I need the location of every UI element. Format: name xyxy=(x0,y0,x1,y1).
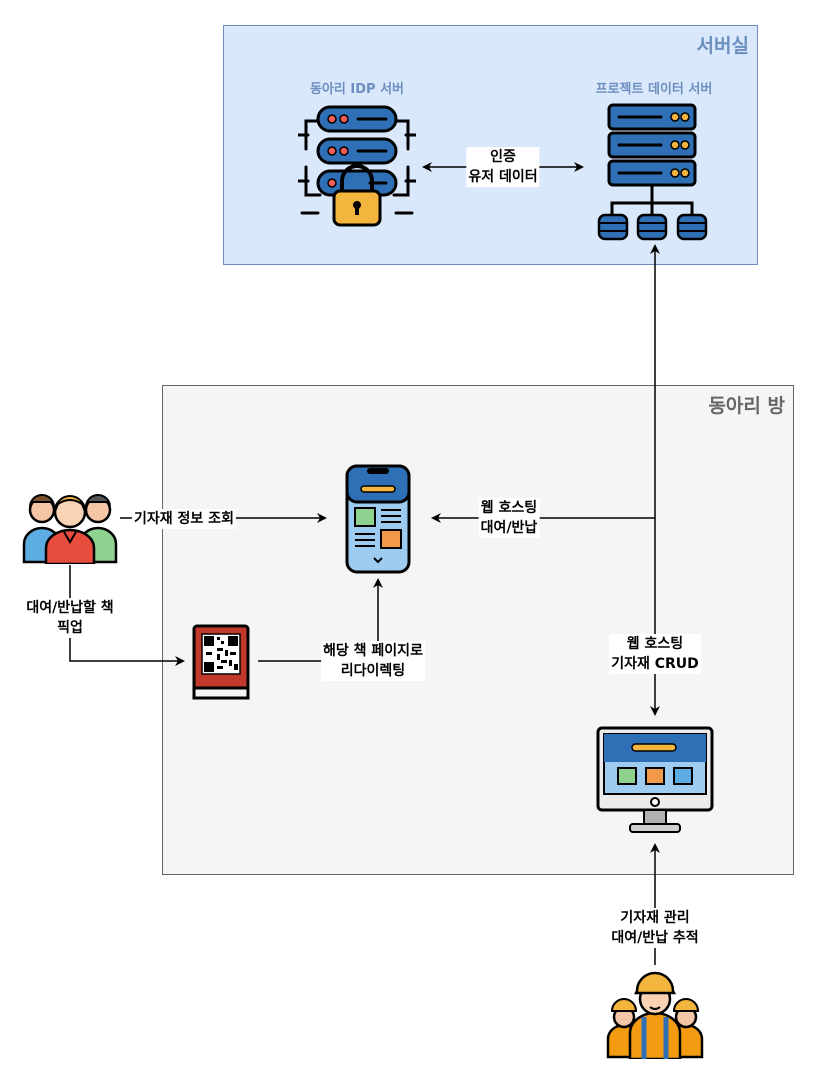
server-room-title: 서버실 xyxy=(696,35,749,57)
edge-pickup-label: 대여/반납할 책 픽업 xyxy=(24,598,116,638)
edge-lookup-label: 기자재 정보 조회 xyxy=(132,509,236,529)
users-group-icon xyxy=(22,494,118,564)
data-server-label: 프로젝트 데이터 서버 xyxy=(595,82,713,97)
edge-redirect-label: 해당 책 페이지로 리다이렉팅 xyxy=(321,641,425,681)
edge-web-crud-label: 웹 호스팅 기자재 CRUD xyxy=(609,634,701,674)
mobile-app-icon xyxy=(345,464,411,574)
idp-server-label: 동아리 IDP 서버 xyxy=(309,82,404,97)
edge-web-rent-label: 웹 호스팅 대여/반납 xyxy=(478,498,540,538)
edge-pickup-line xyxy=(69,565,185,666)
secure-server-icon xyxy=(298,105,416,227)
club-room-title: 동아리 방 xyxy=(708,395,785,417)
qr-code-book-icon xyxy=(192,624,250,700)
database-server-icon xyxy=(597,103,708,241)
workers-group-icon xyxy=(606,971,704,1059)
desktop-monitor-icon xyxy=(596,726,714,833)
edge-manage-label: 기자재 관리 대여/반납 추적 xyxy=(609,908,701,948)
edge-auth-label: 인증 유저 데이터 xyxy=(466,147,540,187)
